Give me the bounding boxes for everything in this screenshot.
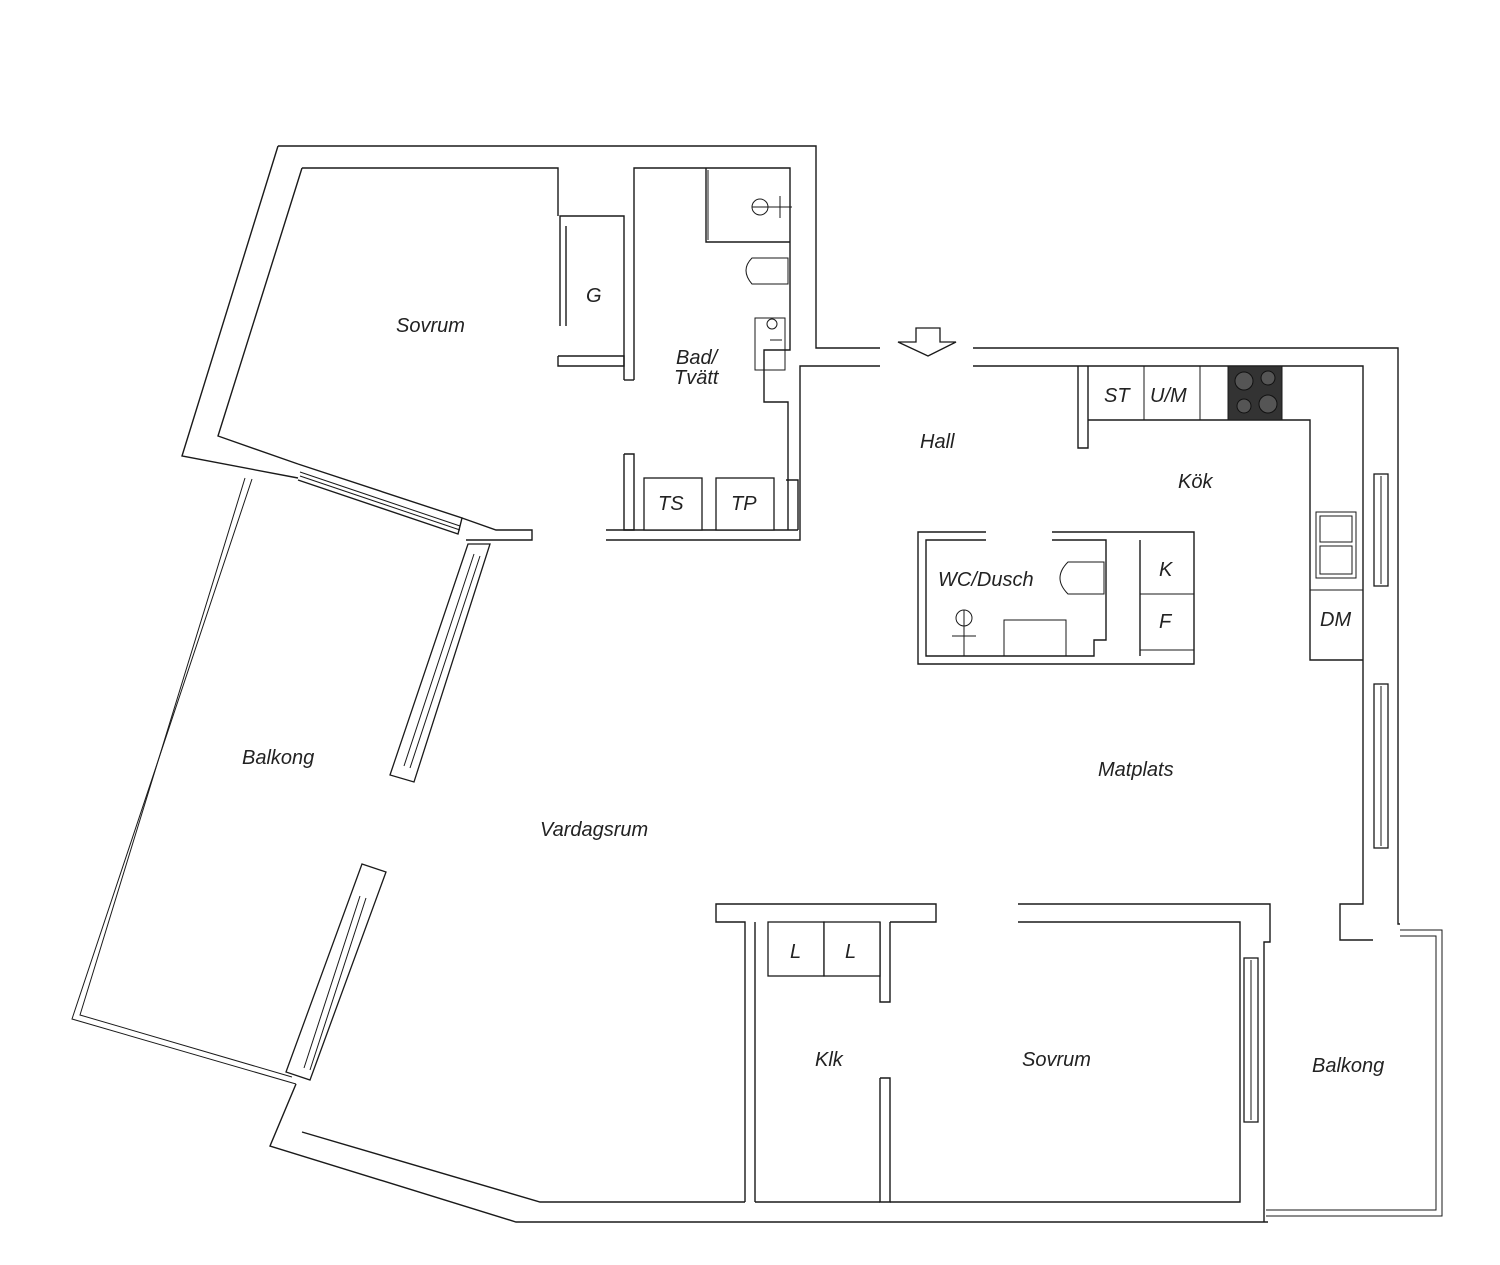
label-sovrum-bottom: Sovrum xyxy=(1022,1049,1091,1071)
label-klk: Klk xyxy=(815,1049,844,1071)
label-vardagsrum: Vardagsrum xyxy=(540,819,648,841)
label-garderob: G xyxy=(586,285,602,307)
living-wall-stub xyxy=(461,517,533,541)
window-right-upper xyxy=(1373,473,1389,587)
window-living-lower xyxy=(285,863,387,1081)
label-balkong-right: Balkong xyxy=(1312,1055,1384,1077)
balcony-left xyxy=(71,477,297,1085)
label-tvattmaskin: TS xyxy=(658,493,684,515)
label-bad: Bad/ xyxy=(676,347,720,369)
label-wc-dusch: WC/Dusch xyxy=(938,569,1034,591)
label-kyl: K xyxy=(1159,559,1174,581)
entrance-arrow-icon xyxy=(897,327,957,357)
window-right-lower xyxy=(1373,683,1389,849)
bottom-rooms-walls xyxy=(715,903,1271,1222)
label-diskmaskin: DM xyxy=(1320,609,1351,631)
label-linne-2: L xyxy=(845,941,856,963)
kitchen xyxy=(1077,365,1363,661)
label-sovrum-top: Sovrum xyxy=(396,315,465,337)
label-spis: ST xyxy=(1104,385,1131,407)
label-torktumlare: TP xyxy=(731,493,757,515)
label-balkong-left: Balkong xyxy=(242,747,314,769)
balcony-right xyxy=(1266,929,1443,1217)
window-bedroom-balcony xyxy=(297,463,463,535)
washer-dryer xyxy=(643,477,775,531)
wc-block xyxy=(917,531,1195,665)
label-frys: F xyxy=(1159,611,1173,633)
toilet-icon xyxy=(745,257,789,285)
shower xyxy=(705,168,792,243)
exterior-wall xyxy=(181,145,1400,1223)
window-living-upper xyxy=(389,543,491,783)
label-linne-1: L xyxy=(790,941,801,963)
label-matplats: Matplats xyxy=(1098,759,1174,781)
window-bottom-bedroom xyxy=(1243,957,1259,1123)
sink-icon xyxy=(754,317,786,371)
label-ugn-micro: U/M xyxy=(1150,385,1187,407)
label-kok: Kök xyxy=(1178,471,1213,493)
label-tvatt: Tvätt xyxy=(674,367,720,389)
label-hall: Hall xyxy=(920,431,955,453)
